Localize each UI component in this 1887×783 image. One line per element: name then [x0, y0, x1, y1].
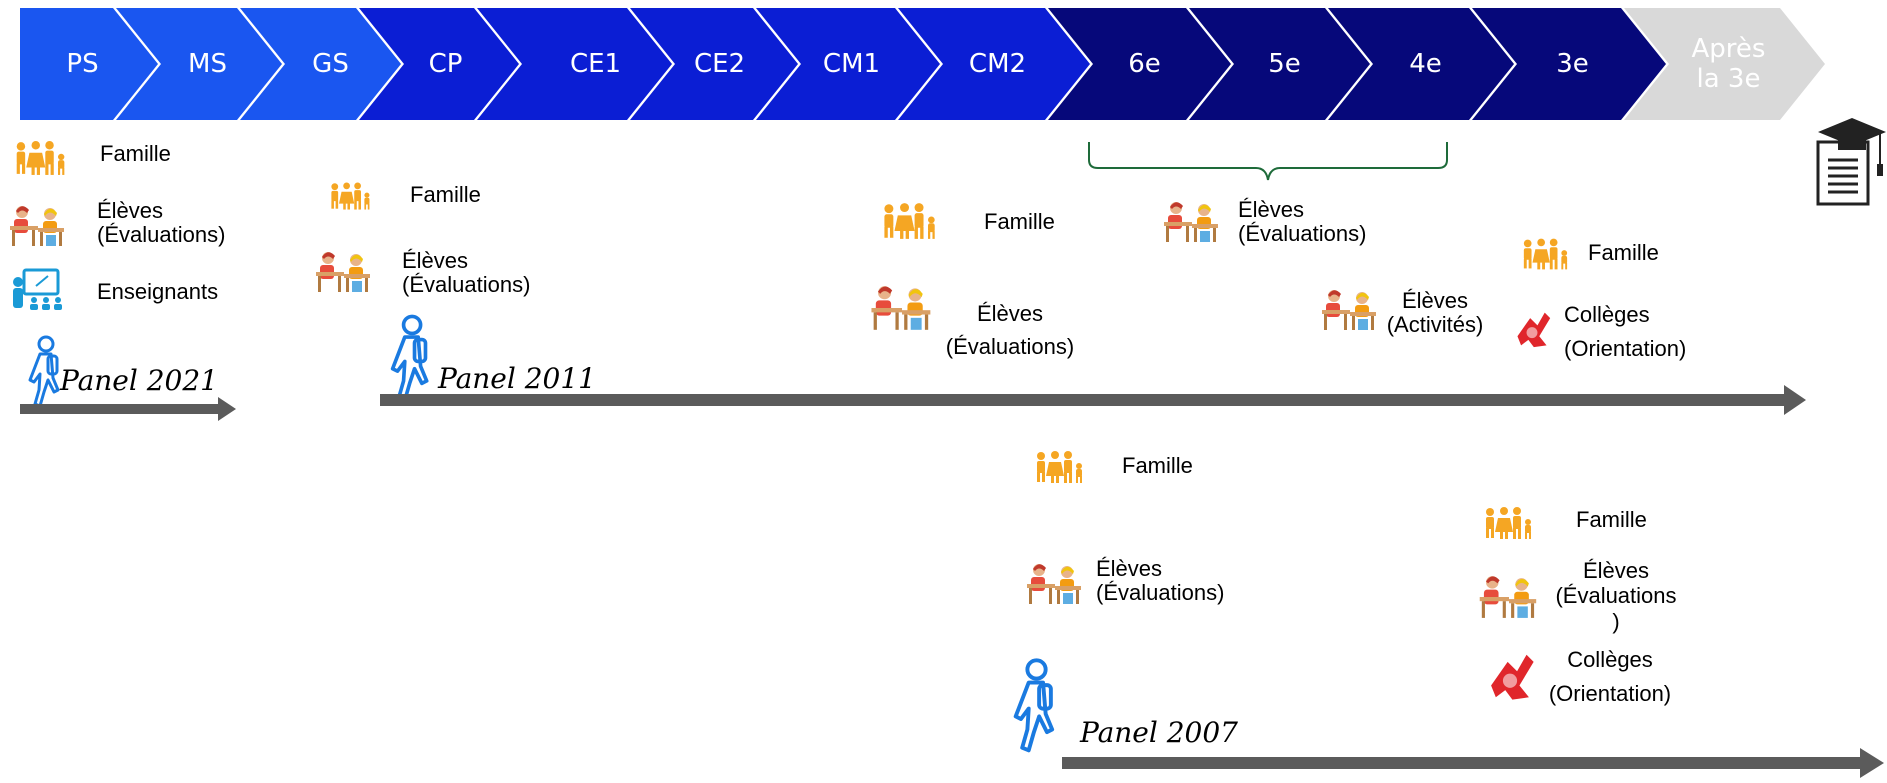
- school-level-timeline: [20, 8, 1825, 120]
- stage-label-cm1: CM1: [822, 49, 881, 80]
- panel2007-title: Panel 2007: [1080, 716, 1238, 749]
- students-at-desk-icon: [316, 252, 370, 292]
- stage-label-4e: 4e: [1409, 49, 1442, 80]
- stage-3e: [1472, 8, 1666, 120]
- panel2021-enseignants-label: Enseignants: [97, 279, 219, 304]
- panel2021-eleves-label: Élèves (Évaluations): [97, 198, 226, 248]
- college-orientation-icon: [1517, 312, 1551, 348]
- stage-label-ce2: CE2: [693, 49, 746, 80]
- stage-label-gs: GS: [312, 49, 349, 80]
- stage-4e: [1328, 8, 1514, 120]
- students-at-desk-icon: [1322, 290, 1376, 330]
- students-at-desk-icon: [10, 206, 64, 246]
- stage-label-ce1: CE1: [569, 49, 622, 80]
- panel2011-3e-famille-label: Famille: [1588, 240, 1659, 265]
- stage-ps: [20, 8, 158, 120]
- stage-cp: [359, 8, 519, 120]
- family-icon: [16, 141, 65, 175]
- panel2011-act-eleves-label: Élèves (Activités): [1386, 288, 1484, 338]
- family-icon: [884, 203, 935, 239]
- stage-label-apres-3e: Après la 3e: [1691, 34, 1766, 94]
- students-at-desk-icon: [1164, 202, 1218, 242]
- stage-label-5e: 5e: [1268, 49, 1301, 80]
- students-at-desk-icon: [871, 286, 931, 330]
- panel2011-col-eleves-label: Élèves (Évaluations): [1238, 197, 1367, 247]
- students-at-desk-icon: [1479, 576, 1537, 618]
- stage-ce2: [630, 8, 798, 120]
- panel2011-3e-colleges-label: Collèges (Orientation): [1564, 302, 1687, 362]
- panel2011-arrow: [380, 385, 1806, 415]
- stage-cm2: [898, 8, 1090, 120]
- panel2011-title: Panel 2011: [438, 362, 596, 395]
- stage-label-6e: 6e: [1128, 49, 1161, 80]
- panel2011-gs-eleves-label: Élèves (Évaluations): [402, 248, 531, 298]
- stage-apres-3e: [1624, 8, 1825, 120]
- family-icon: [1037, 451, 1082, 483]
- stage-label-cp: CP: [428, 49, 463, 80]
- panel2007-cm-famille-label: Famille: [1122, 453, 1193, 478]
- panel2007-3e-famille-label: Famille: [1576, 507, 1647, 532]
- walking-student-icon: [1013, 658, 1055, 753]
- panel2011-cm-famille-label: Famille: [984, 209, 1055, 234]
- stage-ms: [116, 8, 282, 120]
- panel2011-gs-famille-label: Famille: [410, 182, 481, 207]
- stage-ce1: [477, 8, 672, 120]
- panel2007-cm-eleves-label: Élèves (Évaluations): [1096, 556, 1225, 606]
- stage-label-3e: 3e: [1556, 49, 1589, 80]
- panel2007-arrow: [1062, 748, 1884, 778]
- panel2007-3e-eleves-label: Élèves (Évaluations ): [1555, 558, 1677, 634]
- family-icon: [1523, 238, 1568, 270]
- family-icon: [1486, 507, 1531, 539]
- panel2011-cm-eleves-label: Élèves (Évaluations): [945, 301, 1075, 359]
- stage-label-ms: MS: [188, 49, 227, 80]
- panel2021-arrow: [20, 397, 236, 421]
- stage-6e: [1048, 8, 1231, 120]
- stage-5e: [1189, 8, 1370, 120]
- students-at-desk-icon: [1027, 564, 1081, 604]
- college-bracket: [1088, 142, 1448, 181]
- stage-cm1: [756, 8, 940, 120]
- college-orientation-icon: [1491, 654, 1534, 700]
- teacher-board-icon: [11, 268, 64, 312]
- stage-label-cm2: CM2: [968, 49, 1027, 80]
- panel2007-3e-colleges-label: Collèges (Orientation): [1548, 647, 1672, 707]
- family-icon: [331, 182, 370, 210]
- stage-label-ps: PS: [66, 49, 99, 80]
- panel2021-famille-label: Famille: [100, 141, 171, 166]
- stage-gs: [240, 8, 401, 120]
- panel2021-title: Panel 2021: [60, 364, 218, 397]
- diploma-graduation-cap-icon: [1816, 118, 1886, 206]
